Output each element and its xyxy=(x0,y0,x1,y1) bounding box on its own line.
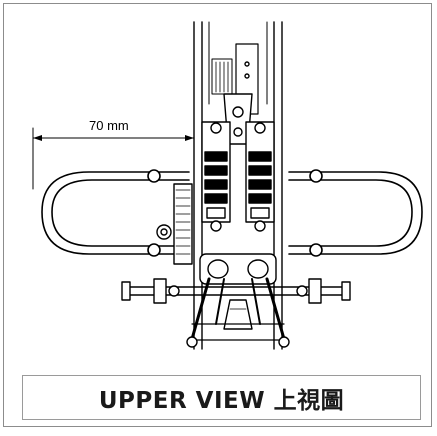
upper-view-technical-drawing: 70 mm xyxy=(32,21,423,350)
left-wing-loop xyxy=(41,169,190,257)
left-shock-absorber xyxy=(201,121,231,232)
axle xyxy=(121,278,351,304)
figure-frame: 70 mm xyxy=(3,3,432,427)
caption-box: UPPER VIEW 上視圖 xyxy=(22,375,421,420)
dimension-indicator: 70 mm xyxy=(32,118,195,190)
gear xyxy=(156,183,193,265)
lower-linkage xyxy=(186,253,290,348)
center-arm xyxy=(223,93,253,145)
right-wing-loop xyxy=(288,169,423,257)
dimension-label: 70 mm xyxy=(89,118,129,133)
caption-label: UPPER VIEW 上視圖 xyxy=(98,387,345,414)
right-shock-absorber xyxy=(245,121,275,232)
